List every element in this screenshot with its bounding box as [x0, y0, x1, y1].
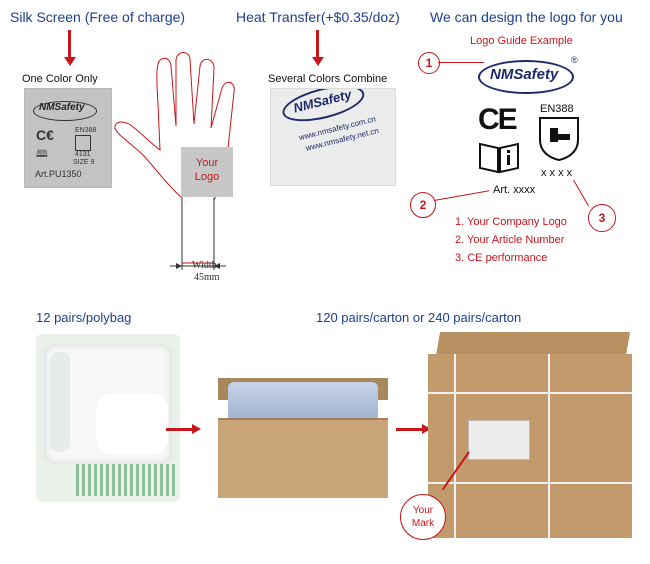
heat-brand: NMSafety: [291, 88, 353, 116]
silk-art: Art.PU1350: [35, 169, 82, 179]
callout-line: [438, 62, 484, 63]
guide-en: EN388: [540, 103, 574, 115]
callout-3: 3: [588, 204, 616, 232]
silk-size: SIZE 9: [73, 159, 95, 166]
guide-title: Logo Guide Example: [470, 35, 573, 47]
arrow-right-icon: [396, 428, 424, 431]
arrow-down-icon: [68, 30, 71, 58]
your-mark-callout: Your Mark: [400, 494, 446, 540]
nmsafety-logo-oval: [478, 60, 574, 94]
registered-mark: ®: [571, 55, 578, 65]
heat-label: Several Colors Combine: [268, 73, 388, 85]
guide-item: 3. CE performance: [455, 252, 548, 264]
your-logo-box: Your Logo: [181, 147, 233, 197]
arrow-head-icon: [63, 57, 76, 66]
callout-1: 1: [418, 52, 440, 74]
silk-label: One Color Only: [22, 73, 98, 85]
mark-label-area: [468, 420, 530, 460]
shield-hand-icon: [539, 117, 579, 162]
book-info-icon: [479, 142, 519, 174]
guide-item: 1. Your Company Logo: [455, 216, 567, 228]
arrow-right-icon: [166, 428, 194, 431]
mark-line2: Mark: [411, 518, 435, 529]
gloves-polybag-photo: [36, 334, 180, 502]
callout-line: [433, 190, 490, 201]
arrow-head-icon: [311, 57, 324, 66]
header-silk-screen: Silk Screen (Free of charge): [10, 9, 186, 25]
book-info-icon: 🕮: [36, 149, 48, 160]
width-label: Width: [192, 260, 217, 271]
arrow-head-icon: [422, 424, 431, 434]
silk-brand: NMSafety: [39, 102, 85, 113]
carton-label: 120 pairs/carton or 240 pairs/carton: [316, 310, 522, 325]
mark-line1: Your: [412, 505, 434, 516]
ce-mark-icon: C€: [36, 127, 54, 143]
ce-mark-icon: CE: [478, 103, 518, 136]
guide-list: 1. Your Company Logo 2. Your Article Num…: [455, 213, 567, 267]
silk-en: EN388: [75, 127, 97, 134]
guide-item: 2. Your Article Number: [455, 234, 565, 246]
logo-line1: Your: [195, 157, 219, 169]
glove-outline-drawing: [114, 52, 235, 270]
polybag-label: 12 pairs/polybag: [36, 310, 132, 325]
guide-art: Art. xxxx: [493, 184, 536, 196]
silk-nums: 4131: [75, 151, 91, 158]
width-value: 45mm: [194, 272, 220, 283]
guide-xxxx: x x x x: [541, 167, 573, 179]
guide-brand: NMSafety: [490, 66, 559, 83]
callout-line: [573, 179, 589, 207]
callout-2: 2: [410, 192, 436, 218]
heat-transfer-sample-photo: NMSafety www.nmsafety.com.cn www.nmsafet…: [270, 88, 396, 186]
sealed-carton-photo: [428, 332, 632, 538]
arrow-down-icon: [316, 30, 319, 58]
arrow-head-icon: [192, 424, 201, 434]
header-design-logo: We can design the logo for you: [430, 9, 623, 25]
silk-screen-sample-photo: NMSafety C€ EN388 🕮 4131 SIZE 9 Art.PU13…: [24, 88, 112, 188]
shield-icon: [75, 135, 91, 151]
header-heat-transfer: Heat Transfer(+$0.35/doz): [236, 9, 400, 25]
logo-line2: Logo: [194, 171, 220, 183]
open-carton-photo: [218, 378, 388, 498]
